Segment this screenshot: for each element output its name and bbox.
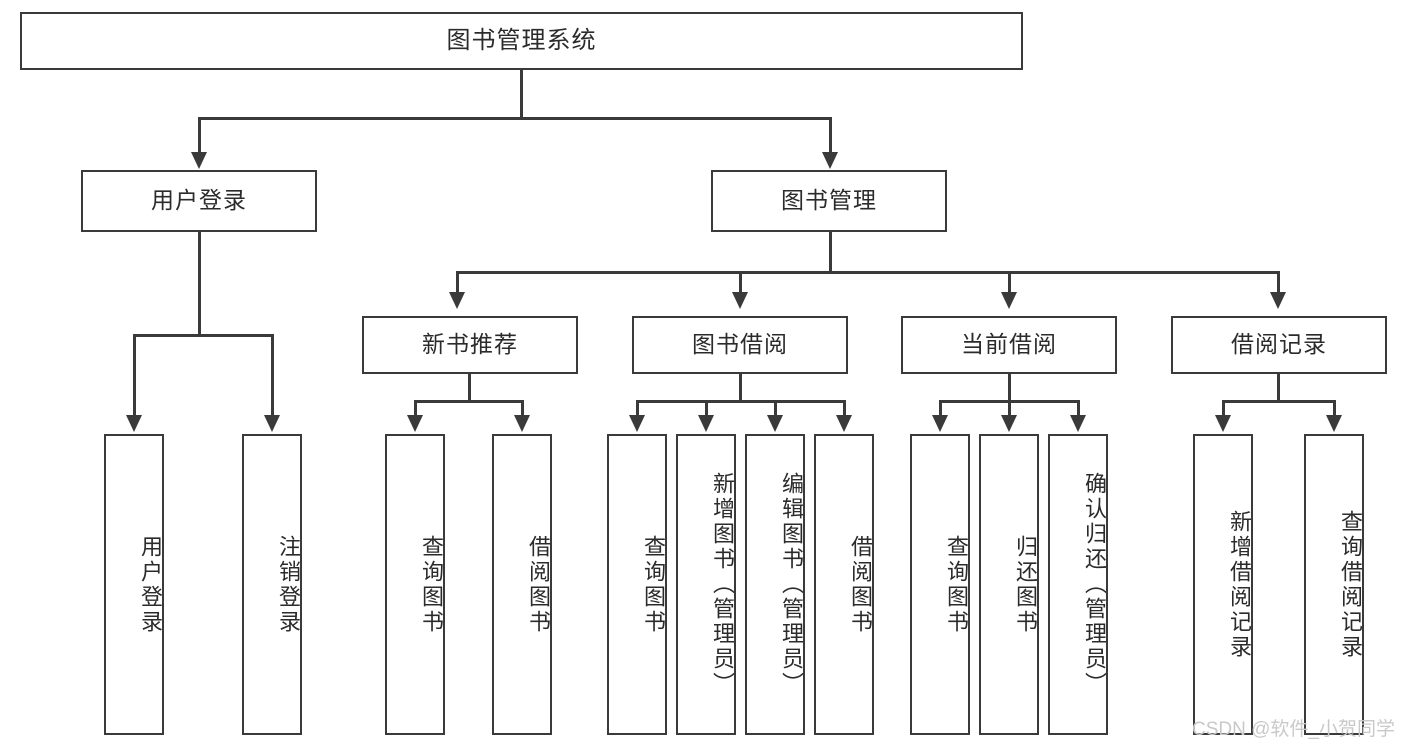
arrowhead-user-login (191, 152, 207, 169)
leaf-add-book-admin[interactable]: 新增图书（管理员） (676, 434, 736, 735)
connector-bb-leaf-2 (705, 400, 708, 416)
node-root-system[interactable]: 图书管理系统 (20, 12, 1023, 70)
connector-root-stem (520, 70, 523, 118)
arrowhead-br-leaf-2 (1326, 415, 1342, 432)
connector-cb-leaf-1 (939, 400, 942, 416)
leaf-query-book-borrow[interactable]: 查询图书 (607, 434, 667, 735)
arrowhead-cb-leaf-3 (1070, 415, 1086, 432)
arrowhead-leaf-logout (264, 415, 280, 432)
arrowhead-current-borrow (1001, 292, 1017, 309)
arrowhead-bb-leaf-1 (629, 415, 645, 432)
leaf-confirm-return-admin[interactable]: 确认归还（管理员） (1048, 434, 1108, 735)
connector-bb-leaf-3 (774, 400, 777, 416)
csdn-watermark: CSDN @软件_小贺同学 (1192, 719, 1395, 740)
node-new-book-recommend[interactable]: 新书推荐 (362, 316, 578, 374)
connector-user-login-bus (133, 334, 272, 337)
connector-bb-leaf-4 (843, 400, 846, 416)
connector-borrow-record-stem (1277, 374, 1280, 402)
connector-new-book-leaf-1 (414, 400, 417, 416)
node-book-borrow[interactable]: 图书借阅 (632, 316, 848, 374)
arrowhead-new-book (449, 292, 465, 309)
leaf-borrow-book-new[interactable]: 借阅图书 (492, 434, 552, 735)
connector-to-borrow-record (1277, 271, 1280, 293)
arrowhead-leaf-user-login (126, 415, 142, 432)
arrowhead-nb-leaf-2 (514, 415, 530, 432)
leaf-query-book-new[interactable]: 查询图书 (385, 434, 445, 735)
connector-to-new-book (456, 271, 459, 293)
leaf-borrow-book[interactable]: 借阅图书 (814, 434, 874, 735)
leaf-add-borrow-record[interactable]: 新增借阅记录 (1193, 434, 1253, 735)
leaf-return-book[interactable]: 归还图书 (979, 434, 1039, 735)
leaf-edit-book-admin[interactable]: 编辑图书（管理员） (745, 434, 805, 735)
connector-root-to-user-login (198, 117, 201, 153)
node-book-management[interactable]: 图书管理 (711, 170, 947, 232)
leaf-query-book-current[interactable]: 查询图书 (910, 434, 970, 735)
leaf-user-login[interactable]: 用户登录 (104, 434, 164, 735)
connector-book-borrow-bus (636, 400, 844, 403)
node-user-login[interactable]: 用户登录 (81, 170, 317, 232)
arrowhead-bb-leaf-2 (698, 415, 714, 432)
node-current-borrow[interactable]: 当前借阅 (901, 316, 1117, 374)
arrowhead-bb-leaf-4 (836, 415, 852, 432)
arrowhead-bb-leaf-3 (767, 415, 783, 432)
connector-new-book-leaf-2 (521, 400, 524, 416)
arrowhead-book-manage (822, 152, 838, 169)
arrowhead-book-borrow (732, 292, 748, 309)
connector-root-bus (198, 117, 832, 120)
connector-cb-leaf-2 (1008, 400, 1011, 416)
connector-bb-leaf-1 (636, 400, 639, 416)
arrowhead-br-leaf-1 (1215, 415, 1231, 432)
connector-user-login-stem (198, 232, 201, 336)
arrowhead-cb-leaf-2 (1001, 415, 1017, 432)
connector-new-book-stem (468, 374, 471, 402)
connector-br-leaf-2 (1333, 400, 1336, 416)
connector-br-leaf-1 (1222, 400, 1225, 416)
connector-to-current-borrow (1008, 271, 1011, 293)
leaf-query-borrow-record[interactable]: 查询借阅记录 (1304, 434, 1364, 735)
arrowhead-borrow-record (1270, 292, 1286, 309)
connector-current-borrow-stem (1008, 374, 1011, 402)
connector-book-manage-stem (829, 232, 832, 274)
leaf-logout[interactable]: 注销登录 (242, 434, 302, 735)
connector-cb-leaf-3 (1077, 400, 1080, 416)
arrowhead-nb-leaf-1 (407, 415, 423, 432)
arrowhead-cb-leaf-1 (932, 415, 948, 432)
connector-user-login-leaf-1 (133, 334, 136, 416)
connector-root-to-book-manage (829, 117, 832, 153)
node-borrow-record[interactable]: 借阅记录 (1171, 316, 1387, 374)
connector-new-book-bus (414, 400, 522, 403)
connector-book-manage-bus (456, 271, 1280, 274)
connector-borrow-record-bus (1222, 400, 1334, 403)
connector-to-book-borrow (739, 271, 742, 293)
connector-user-login-leaf-2 (271, 334, 274, 416)
connector-book-borrow-stem (739, 374, 742, 402)
